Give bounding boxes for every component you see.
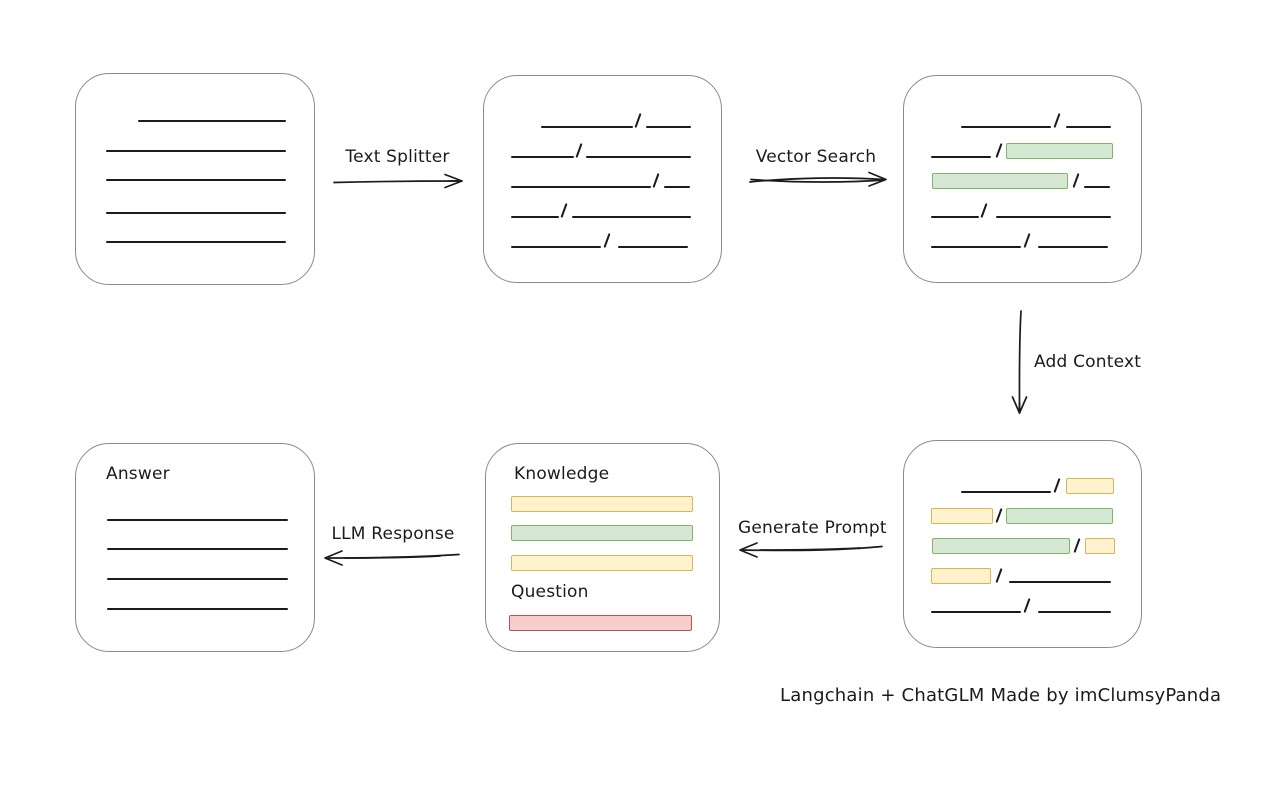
text-line — [1009, 581, 1111, 583]
label-vector-search: Vector Search — [755, 147, 877, 167]
text-line — [511, 216, 559, 218]
text-line — [106, 212, 286, 214]
text-line — [961, 491, 1051, 493]
flow-node-context-chunks — [903, 440, 1142, 648]
flow-node-document — [75, 73, 315, 285]
text-line — [1038, 611, 1111, 613]
text-line — [541, 126, 633, 128]
text-line — [931, 216, 979, 218]
vector-search-arrow-icon — [749, 171, 887, 187]
text-line — [107, 519, 288, 521]
flow-node-split-text — [483, 75, 722, 283]
answer-title: Answer — [106, 464, 170, 484]
flow-node-search-results — [903, 75, 1142, 283]
text-line — [107, 548, 288, 550]
slash-separator — [603, 233, 611, 248]
matched-chunk-chip-green — [932, 173, 1068, 189]
context-chunk-chip-yellow — [931, 568, 991, 584]
label-generate-prompt: Generate Prompt — [738, 518, 887, 538]
slash-separator — [575, 143, 583, 158]
llm-response-arrow-icon — [324, 550, 460, 566]
text-line — [931, 611, 1021, 613]
text-line — [646, 126, 691, 128]
slash-separator — [652, 173, 660, 188]
label-add-context: Add Context — [1034, 352, 1142, 372]
slash-separator — [1053, 113, 1061, 128]
slash-separator — [995, 143, 1003, 158]
text-line — [1038, 246, 1108, 248]
slash-separator — [560, 203, 568, 218]
text-line — [1084, 186, 1110, 188]
text-line — [107, 608, 288, 610]
context-chunk-chip-yellow — [1066, 478, 1114, 494]
text-line — [138, 120, 286, 122]
question-bar-red — [509, 615, 692, 631]
slash-separator — [995, 568, 1003, 583]
text-line — [106, 150, 286, 152]
matched-chunk-chip-green — [1006, 508, 1113, 524]
question-section-label: Question — [511, 582, 589, 602]
context-chunk-chip-yellow — [1085, 538, 1115, 554]
text-line — [931, 156, 991, 158]
text-line — [511, 156, 574, 158]
slash-separator — [1053, 478, 1061, 493]
text-line — [931, 246, 1021, 248]
slash-separator — [1023, 598, 1031, 613]
add-context-arrow-icon — [1011, 310, 1028, 414]
text-line — [664, 186, 690, 188]
text-line — [511, 246, 601, 248]
diagram-caption: Langchain + ChatGLM Made by imClumsyPand… — [780, 685, 1222, 706]
slash-separator — [995, 508, 1003, 523]
matched-chunk-chip-green — [1006, 143, 1113, 159]
text-line — [618, 246, 688, 248]
text-line — [106, 179, 286, 181]
text-line — [511, 186, 651, 188]
context-chunk-chip-yellow — [931, 508, 993, 524]
slash-separator — [1073, 538, 1081, 553]
flow-node-answer: Answer — [75, 443, 315, 652]
knowledge-bar-green — [511, 525, 693, 541]
knowledge-bar-yellow — [511, 496, 693, 512]
text-line — [961, 126, 1051, 128]
slash-separator — [1072, 173, 1080, 188]
text-line — [996, 216, 1111, 218]
knowledge-section-label: Knowledge — [514, 464, 610, 484]
text-line — [1066, 126, 1111, 128]
label-llm-response: LLM Response — [331, 524, 455, 544]
text-splitter-arrow-icon — [333, 173, 463, 189]
text-line — [107, 578, 288, 580]
slash-separator — [980, 203, 988, 218]
knowledge-bar-yellow — [511, 555, 693, 571]
label-text-splitter: Text Splitter — [345, 147, 450, 167]
flow-node-prompt: Knowledge Question — [485, 443, 720, 652]
generate-prompt-arrow-icon — [739, 542, 883, 558]
text-line — [572, 216, 691, 218]
slash-separator — [1023, 233, 1031, 248]
matched-chunk-chip-green — [932, 538, 1070, 554]
text-line — [586, 156, 691, 158]
slash-separator — [634, 113, 642, 128]
text-line — [106, 241, 286, 243]
